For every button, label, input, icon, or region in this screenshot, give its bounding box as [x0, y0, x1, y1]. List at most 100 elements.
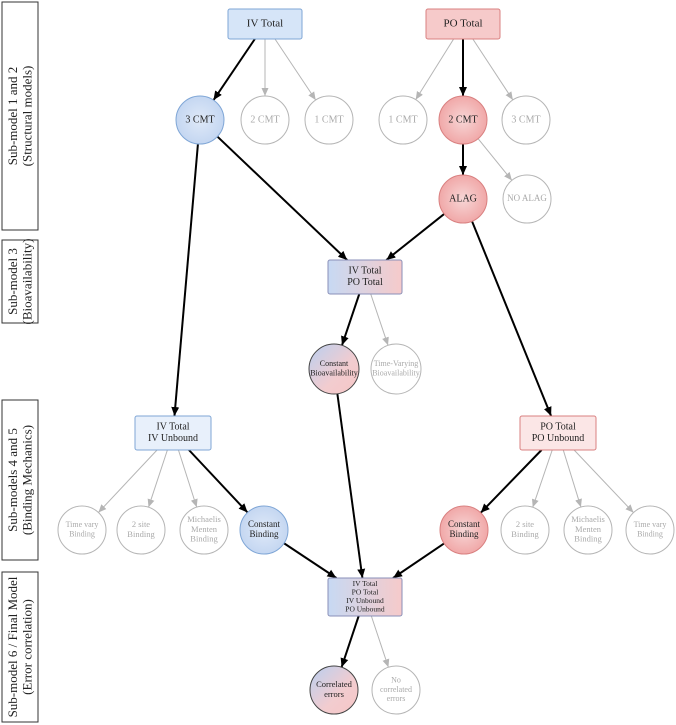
node-label: 3 CMT: [185, 114, 214, 125]
node-label: 2 CMT: [448, 114, 477, 125]
node-circle: [370, 343, 422, 395]
node-label-line: Binding: [190, 534, 218, 544]
node-box: [134, 415, 212, 451]
section-label-line2: (Binding Mechanics): [20, 425, 35, 535]
node-label-line: 1 CMT: [314, 114, 343, 125]
node-label-line: NO ALAG: [507, 193, 547, 203]
edge-po_unbound-to-po_const_binding: [479, 449, 543, 514]
node-circle: [502, 174, 552, 224]
node-label: 3 CMT: [511, 114, 540, 125]
edge-iv_const_binding-to-final: [283, 542, 337, 579]
node-circle: [57, 505, 107, 555]
node-label-line: Menten: [191, 524, 218, 534]
node-iv-total: IV Total: [227, 8, 303, 40]
node-label-line: Constant: [448, 519, 481, 529]
edge-alag-to-po_unbound: [471, 220, 553, 417]
node-label-line: Bioavailability: [372, 368, 420, 377]
section-label: Sub-model 6 / Final Model(Error correlat…: [5, 576, 35, 717]
section-label-line2: (Error correlation): [20, 599, 35, 695]
node-label-line: No: [391, 676, 401, 685]
node-label-line: Correlated: [316, 679, 353, 689]
section-1: Sub-model 1 and 2(Structural models): [1, 1, 39, 231]
node-label-line: Binding: [127, 529, 155, 539]
section-2: Sub-model 3(Bioavailability): [1, 239, 39, 325]
node-label-line: correlated: [380, 685, 412, 694]
node-circle: [240, 95, 290, 145]
node-circle: [625, 505, 675, 555]
edge-po_2cmt-to-no_alag: [477, 138, 513, 181]
node-label-line: PO Total: [352, 587, 379, 596]
node-circle: [371, 665, 421, 715]
node-label-line: Time vary: [634, 520, 667, 529]
node-label-line: ALAG: [449, 193, 477, 204]
node-label: NO ALAG: [507, 193, 547, 203]
section-4: Sub-model 6 / Final Model(Error correlat…: [1, 571, 39, 723]
node-circle: [309, 665, 359, 715]
node-circle: [563, 505, 613, 555]
section-label: Sub-models 4 and 5(Binding Mechanics): [5, 425, 35, 535]
node-label: IV Total: [247, 18, 283, 30]
edge-iv_unbound-to-iv_mm: [177, 449, 198, 508]
section-label: Sub-model 3(Bioavailability): [5, 239, 35, 325]
edge-iv_3cmt-to-ivpo_total: [216, 135, 348, 261]
node-box: [425, 8, 501, 40]
node-label-line: Constant: [320, 359, 349, 368]
node-label-line: Binding: [69, 529, 95, 538]
node-label-line: 3 CMT: [511, 114, 540, 125]
node-label: ALAG: [449, 193, 477, 204]
node-label-line: Binding: [511, 529, 539, 539]
node-box: [327, 577, 403, 617]
edges: [98, 38, 634, 668]
node-label: 1 CMT: [314, 114, 343, 125]
node-circle: [179, 505, 229, 555]
section-label-line1: Sub-model 1 and 2: [5, 67, 20, 166]
section-label-line2: (Bioavailability): [20, 239, 35, 325]
edge-po_unbound-to-po_2site: [531, 449, 553, 508]
node-iv-1cmt: 1 CMT: [304, 95, 354, 145]
node-label-line: IV Total: [348, 266, 381, 277]
node-label-line: IV Unbound: [346, 596, 384, 605]
edge-final-to-no_corr: [370, 615, 390, 668]
edge-iv_3cmt-to-iv_unbound: [171, 143, 199, 417]
edge-iv_total-to-iv_1cmt: [274, 38, 317, 101]
section-label-line1: Sub-model 3: [5, 248, 20, 315]
node-label-line: Time vary: [66, 520, 99, 529]
edge-ivpo_total-to-tv_bio: [370, 293, 389, 346]
node-circle: [239, 505, 289, 555]
node-label-line: Binding: [637, 529, 663, 538]
node-circle: [438, 174, 488, 224]
node-alag: ALAG: [438, 174, 488, 224]
node-circle: [378, 95, 428, 145]
section-label: Sub-model 1 and 2(Structural models): [5, 66, 35, 167]
edge-po_total-to-po_1cmt: [415, 38, 455, 100]
section-label-line2: (Structural models): [20, 66, 35, 167]
node-circle: [175, 95, 225, 145]
node-label: 1 CMT: [388, 114, 417, 125]
node-circle: [438, 95, 488, 145]
node-po-3cmt: 3 CMT: [501, 95, 551, 145]
node-label-line: IV Total: [156, 422, 189, 433]
node-label-line: PO Unbound: [345, 605, 385, 614]
node-box: [227, 8, 303, 40]
node-label-line: PO Total: [347, 277, 383, 288]
node-circle: [308, 343, 360, 395]
